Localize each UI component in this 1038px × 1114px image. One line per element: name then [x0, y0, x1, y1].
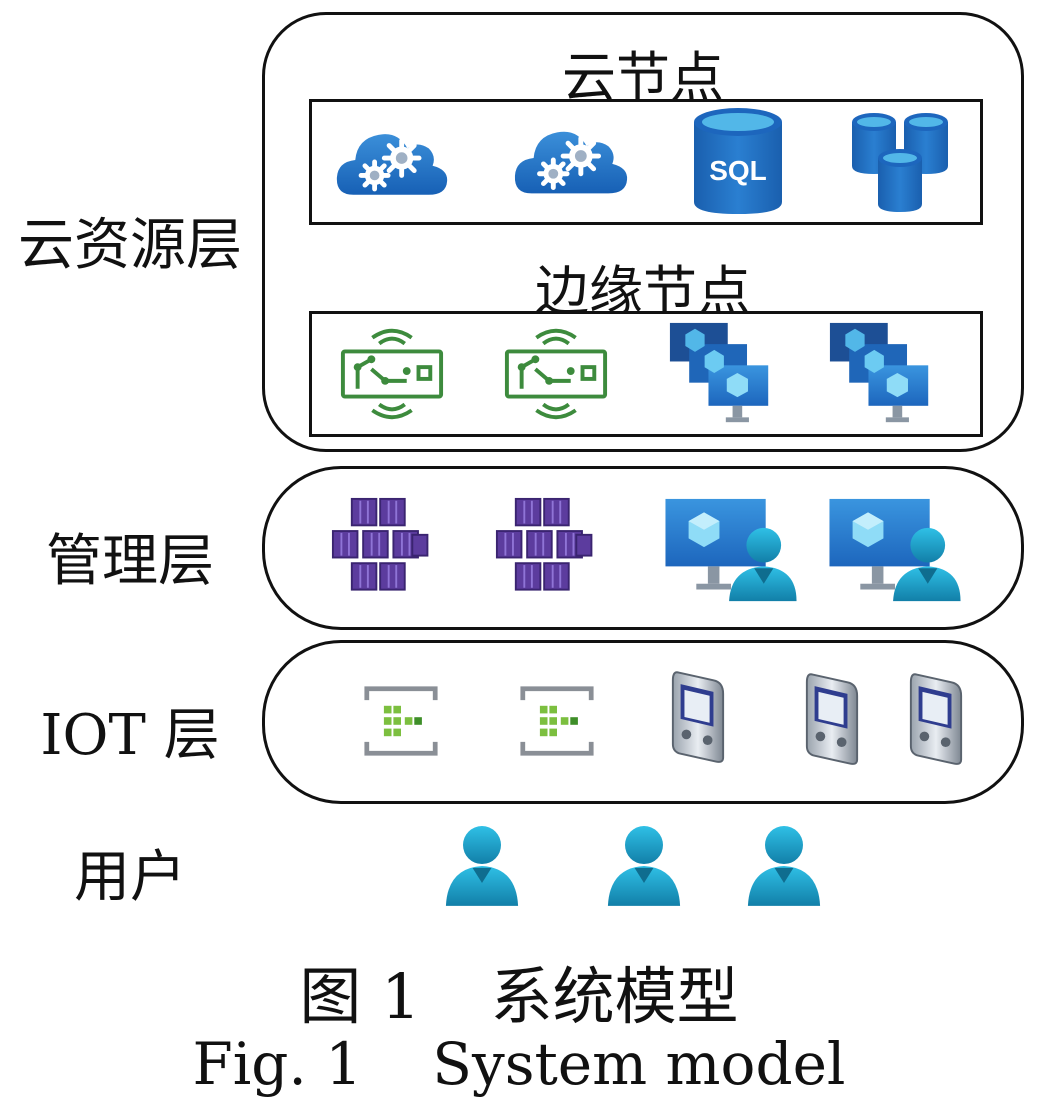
event-hub-icon — [519, 683, 595, 759]
user-icon — [444, 822, 520, 908]
mobile-device-icon — [803, 669, 861, 769]
layer-label-management: 管理层 — [46, 529, 214, 594]
cloud-gear-icon — [512, 116, 630, 200]
sql-database-icon: SQL — [692, 106, 784, 216]
container-cluster-icon — [495, 497, 599, 601]
figure-title-cn: 系统模型 — [490, 960, 739, 1033]
mobile-device-icon — [907, 669, 965, 769]
sql-label: SQL — [709, 155, 767, 186]
iot-layer-group — [262, 640, 1024, 804]
user-icon — [606, 822, 682, 908]
mobile-device-icon — [669, 667, 727, 767]
figure-number-en: Fig. 1 — [192, 1030, 363, 1098]
vm-user-icon — [827, 497, 963, 603]
cloud-node-title: 云节点 — [562, 46, 724, 109]
iot-circuit-board-icon — [502, 320, 610, 428]
figure-number-cn: 图 1 — [299, 960, 421, 1033]
figure-caption-english: Fig. 1 System model — [0, 1030, 1038, 1098]
cloud-resource-layer-group: 云节点 SQL — [262, 12, 1024, 452]
layer-label-cloud-resource: 云资源层 — [18, 213, 242, 278]
container-cluster-icon — [331, 497, 435, 601]
database-cluster-icon — [850, 108, 952, 216]
virtual-machine-stack-icon — [668, 320, 774, 428]
cloud-gear-icon — [334, 120, 450, 200]
vm-user-icon — [663, 497, 799, 603]
management-layer-group — [262, 466, 1024, 630]
edge-node-box — [309, 311, 983, 437]
figure-caption-chinese: 图 1 系统模型 — [0, 946, 1038, 1036]
cloud-node-box: SQL — [309, 99, 983, 225]
layer-label-user: 用户 — [74, 845, 186, 910]
iot-circuit-board-icon — [338, 320, 446, 428]
user-icon — [746, 822, 822, 908]
virtual-machine-stack-icon — [828, 320, 934, 428]
event-hub-icon — [363, 683, 439, 759]
layer-label-iot: IOT 层 — [40, 703, 220, 768]
figure-title-en: System model — [432, 1030, 846, 1098]
